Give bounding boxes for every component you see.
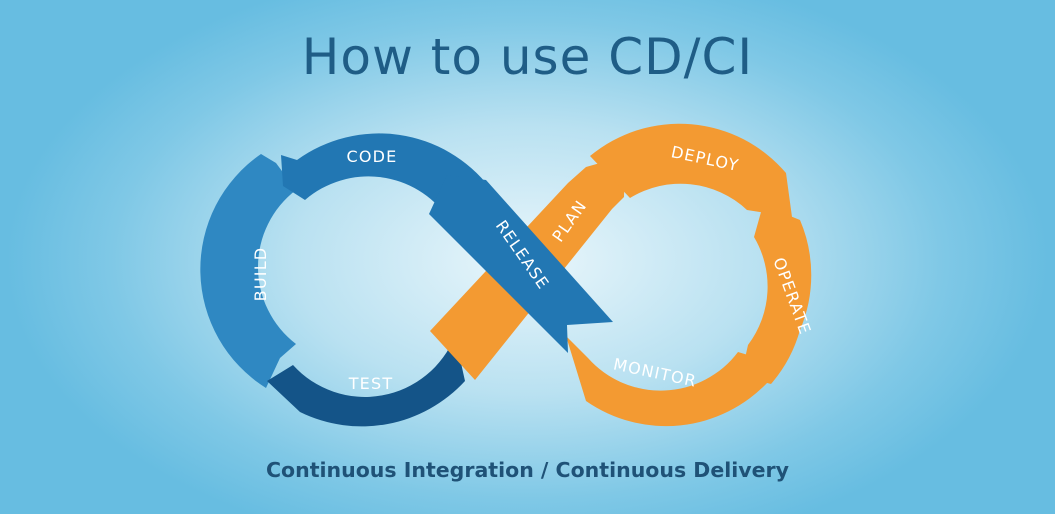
code-label: CODE <box>347 147 398 166</box>
release-segment <box>429 175 613 353</box>
build-label: BUILD <box>251 247 270 302</box>
test-label: TEST <box>348 374 394 393</box>
page-subtitle: Continuous Integration / Continuous Deli… <box>265 458 790 482</box>
deploy-segment <box>590 123 792 217</box>
operate-segment <box>741 205 812 384</box>
monitor-segment <box>566 336 768 427</box>
page-title: How to use CD/CI <box>301 28 754 86</box>
build-segment <box>200 154 296 388</box>
test-segment <box>267 336 465 427</box>
